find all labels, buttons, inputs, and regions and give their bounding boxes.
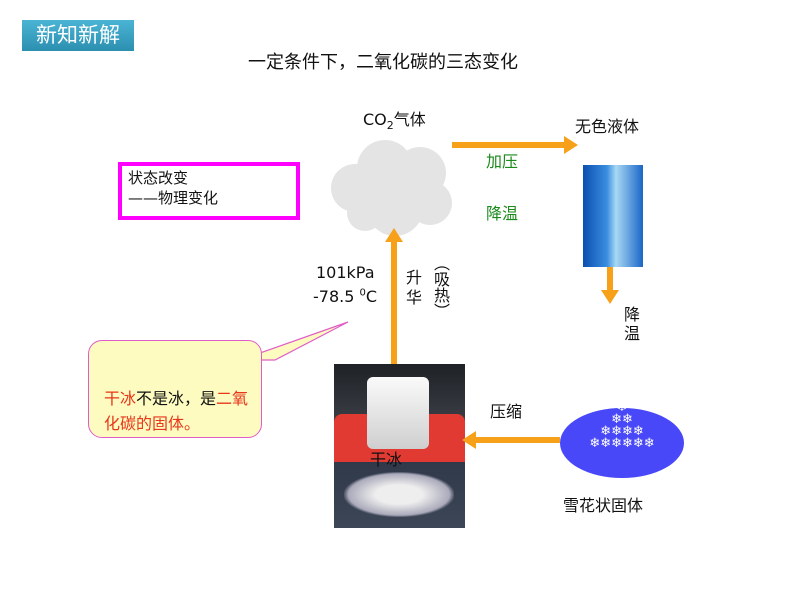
cool-label-vertical: 降温 [624,305,641,343]
dry-ice-photo [334,364,465,528]
slide-title: 一定条件下，二氧化碳的三态变化 [248,52,518,73]
arrowhead-left-icon [462,431,476,449]
absorb-heat-label: （吸热） [431,255,450,319]
temp-unit: C [365,287,378,306]
temp-sup: 0 [359,287,366,299]
arrowhead-down-icon [601,290,619,304]
section-badge: 新知新解 [22,20,134,51]
callout-co2-a: 二 [216,389,233,408]
physical-change-text: ——物理变化 [128,189,219,207]
gas-formula: CO [363,110,387,129]
sublimation-label: 升华 [406,268,423,307]
arrow-compress [476,437,560,443]
gas-subscript: 2 [386,119,394,133]
liquid-label: 无色液体 [575,117,640,136]
state-change-text: 状态改变 [128,169,189,187]
callout-dry-ice: 干冰 [104,389,137,408]
gas-text: 气体 [393,110,426,129]
pressurize-label: 加压 [486,152,519,171]
pressure-label: 101kPa [316,263,375,282]
gas-label: CO2气体 [363,106,426,132]
cool-label-green: 降温 [486,204,519,223]
arrowhead-right-icon [564,136,578,154]
snowflake-solid-image [560,408,684,478]
arrow-to-liquid [452,142,564,148]
arrow-down [607,267,613,291]
cloud-image [331,140,452,236]
callout-co2-b: 氧化碳的固体。 [104,389,249,433]
callout-not-ice: 不是冰，是 [136,389,217,408]
temp-value: -78.5 [313,287,360,306]
state-change-box: 状态改变 ——物理变化 [118,162,300,220]
snowflakes-icon: ❄❄❄❄❄❄❄❄❄❄❄❄❄ [589,400,655,451]
temperature-label: -78.5 0C [313,287,377,306]
snow-solid-label: 雪花状固体 [563,496,644,515]
compress-label: 压缩 [490,402,523,421]
arrowhead-up-icon [385,228,403,242]
callout-bubble [88,340,262,438]
dry-ice-label: 干冰 [370,450,403,469]
arrow-up [391,242,397,365]
callout-text: 干冰不是冰，是二氧化碳的固体。 [104,386,254,436]
beaker-image [583,165,643,267]
